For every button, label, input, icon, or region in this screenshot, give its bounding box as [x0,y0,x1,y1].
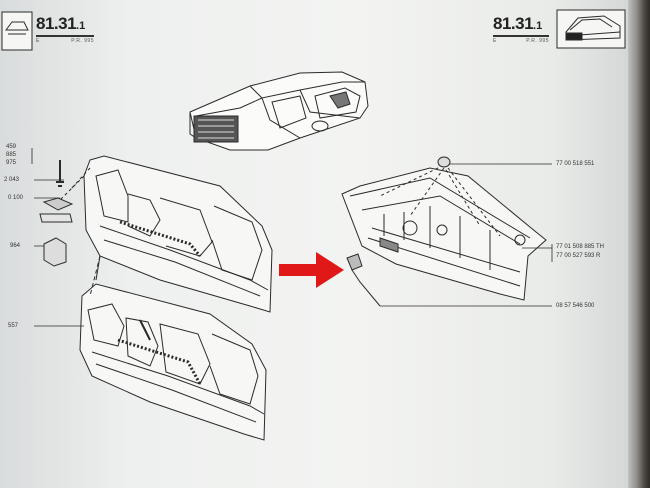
left-label: 557 [8,323,19,329]
left-label: 964 [10,243,21,249]
car-body-sketch [189,71,369,151]
part-number-grommet: 77 00 518 551 [556,161,595,167]
ref-underline [493,35,549,37]
part-number-panel-b-suffix: R [596,253,601,259]
ref-code-pr: P.R. 995 [526,38,549,44]
thumbnail-car-right [556,9,626,49]
part-number-panel-b-value: 77 00 527 593 [556,253,595,259]
part-number-clip: 08 57 546 500 [556,303,595,309]
clip-part [346,253,381,307]
left-label: 0 100 [8,195,24,201]
left-label: 885 [6,152,17,158]
ref-underline [36,35,94,37]
left-label: 459 [6,144,17,150]
leader-lines [31,148,553,327]
grommet-part [379,156,501,237]
section-ref-suffix: .1 [76,20,86,32]
left-label: 2 043 [4,177,20,183]
ref-code-e: E [36,38,40,44]
rear-panel [341,167,547,301]
ref-code-e: E [493,38,497,44]
small-parts-left [39,160,74,267]
front-panel-upper [59,155,273,313]
thumbnail-car-left [1,11,33,51]
section-ref-number: 81.31 [36,14,77,33]
red-arrow [279,252,344,288]
part-number-panel-b: 77 00 527 593 R [556,253,600,259]
section-ref-suffix: .1 [533,20,543,32]
part-number-panel-a: 77 01 508 885 TH [556,244,604,250]
section-ref-number: 81.31 [493,14,534,33]
part-number-panel-a-suffix: TH [595,244,604,250]
section-ref-right: 81.31.1 E P.R. 995 [493,14,549,44]
book-spine [628,0,650,488]
ref-code-pr: P.R. 995 [71,38,94,44]
section-ref-left: 81.31.1 E P.R. 995 [36,14,94,44]
part-number-panel-a-value: 77 01 508 885 [556,244,595,250]
front-panel-lower [79,255,267,441]
left-label: 975 [6,160,17,166]
